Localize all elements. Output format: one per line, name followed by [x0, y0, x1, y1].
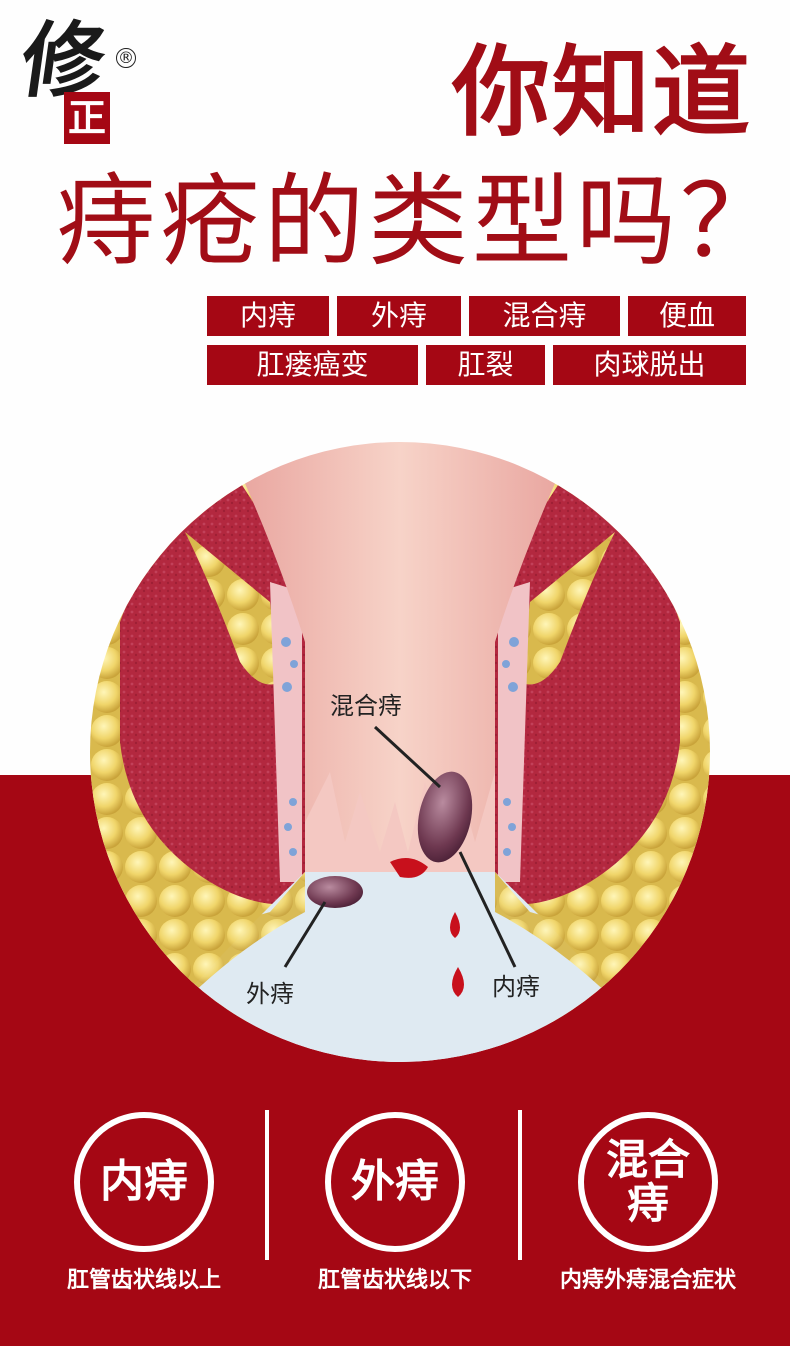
label-internal: 内痔	[492, 973, 540, 1001]
registered-mark: ®	[116, 48, 136, 68]
type-internal-caption: 肛管齿状线以上	[66, 1268, 221, 1293]
logo-brush-character: 修	[15, 13, 111, 109]
logo-seal: 正	[64, 92, 110, 144]
type-mixed-name: 混合 痔	[584, 1118, 712, 1246]
headline-line-1: 你知道	[451, 36, 752, 150]
tag-mixed: 混合痔	[469, 296, 620, 336]
tag-external: 外痔	[337, 296, 461, 336]
type-external-badge: 外痔	[325, 1112, 465, 1252]
divider-1	[265, 1110, 269, 1260]
tag-fistula-cancer: 肛瘘癌变	[207, 345, 418, 385]
type-mixed-name-line-1: 混合	[605, 1134, 690, 1184]
type-mixed-badge: 混合 痔	[578, 1112, 718, 1252]
brand-logo: 修 正 ®	[15, 13, 136, 144]
divider-2	[518, 1110, 522, 1260]
label-external: 外痔	[246, 980, 294, 1008]
type-mixed-name-line-2: 痔	[626, 1179, 669, 1228]
type-external-caption: 肛管齿状线以下	[317, 1268, 472, 1293]
headline-line-2: 痔疮的类型吗？	[56, 163, 784, 280]
tag-prolapse: 肉球脱出	[553, 345, 746, 385]
type-external-name: 外痔	[351, 1155, 439, 1207]
type-internal-badge: 内痔	[74, 1112, 214, 1252]
tag-fissure: 肛裂	[426, 345, 545, 385]
tag-bleeding: 便血	[628, 296, 746, 336]
label-mixed: 混合痔	[330, 692, 402, 720]
type-internal-name: 内痔	[100, 1155, 188, 1207]
type-mixed-caption: 内痔外痔混合症状	[559, 1268, 736, 1293]
anatomy-illustration: 混合痔 外痔 内痔	[90, 442, 710, 1062]
tag-internal: 内痔	[207, 296, 329, 336]
